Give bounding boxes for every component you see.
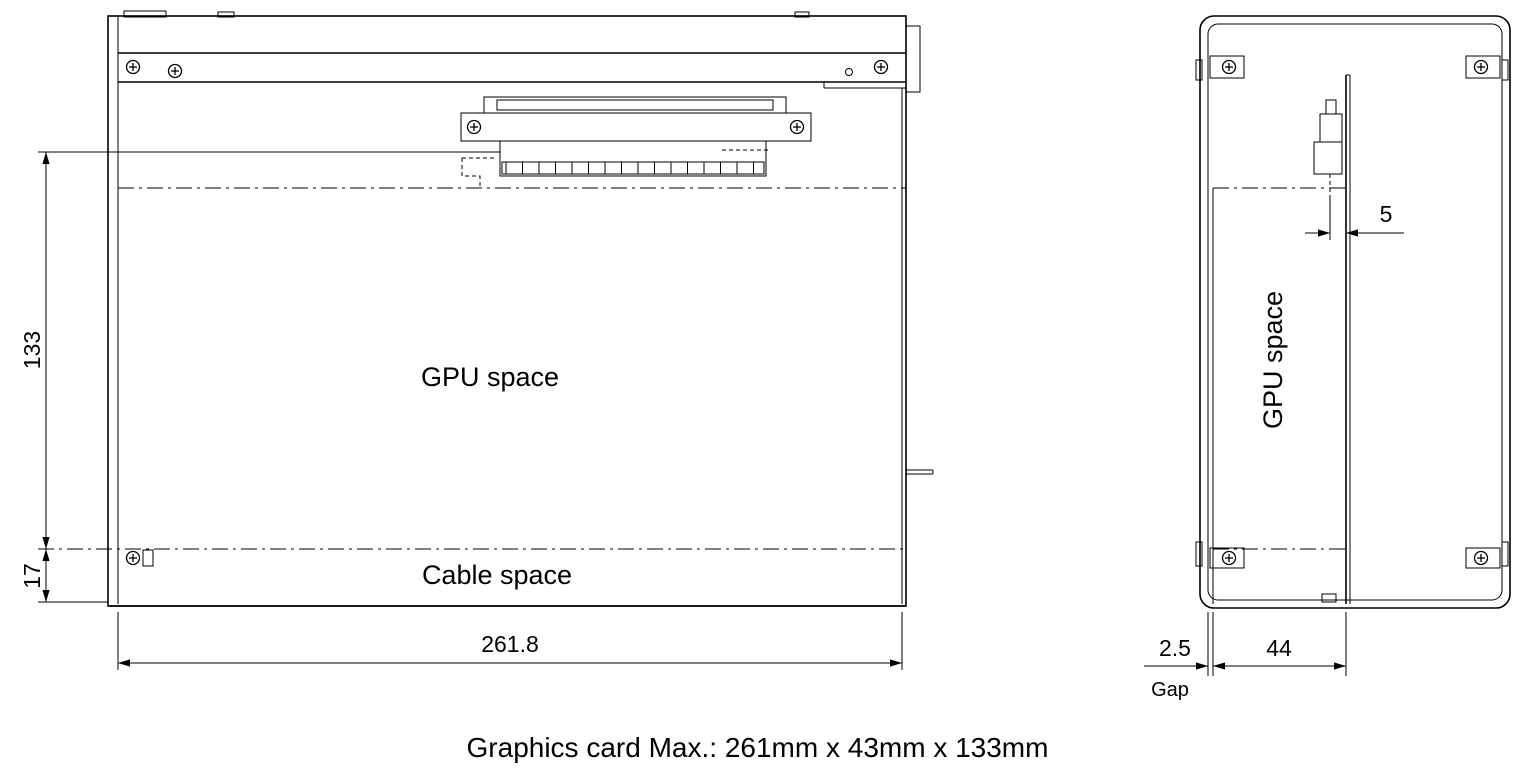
pcie-riser-connector: [460, 96, 812, 186]
screw-icon: [125, 550, 141, 566]
screw-icon: [1473, 59, 1489, 75]
screw-icon: [873, 59, 889, 75]
side-chassis-outline: [1199, 15, 1511, 609]
side-view: GPU space 5 2.5 Gap 44: [1144, 15, 1511, 701]
screw-icon: [1473, 550, 1489, 566]
clearance-dimension: 5: [1380, 201, 1393, 227]
side-gpu-space-label: GPU space: [1258, 291, 1288, 429]
screw-icon: [125, 59, 141, 75]
front-cable-space-label: Cable space: [422, 560, 572, 590]
front-view: GPU space Cable space 133 17 261.8: [19, 10, 934, 670]
width-dimension: 261.8: [481, 631, 539, 657]
screw-icon: [789, 119, 805, 135]
thickness-dimension: 44: [1266, 635, 1292, 661]
gap-dimension: 2.5: [1159, 635, 1191, 661]
gap-label: Gap: [1151, 679, 1189, 701]
screw-icon: [1221, 59, 1237, 75]
cable-height-dimension: 17: [19, 563, 45, 589]
gpu-height-dimension: 133: [19, 331, 45, 369]
screw-icon: [167, 63, 183, 79]
screw-icon: [1221, 550, 1237, 566]
graphics-card-max-caption: Graphics card Max.: 261mm x 43mm x 133mm: [466, 732, 1049, 763]
front-gpu-space-label: GPU space: [421, 362, 559, 392]
screw-icon: [466, 119, 482, 135]
side-riser-connector: [1313, 99, 1343, 240]
